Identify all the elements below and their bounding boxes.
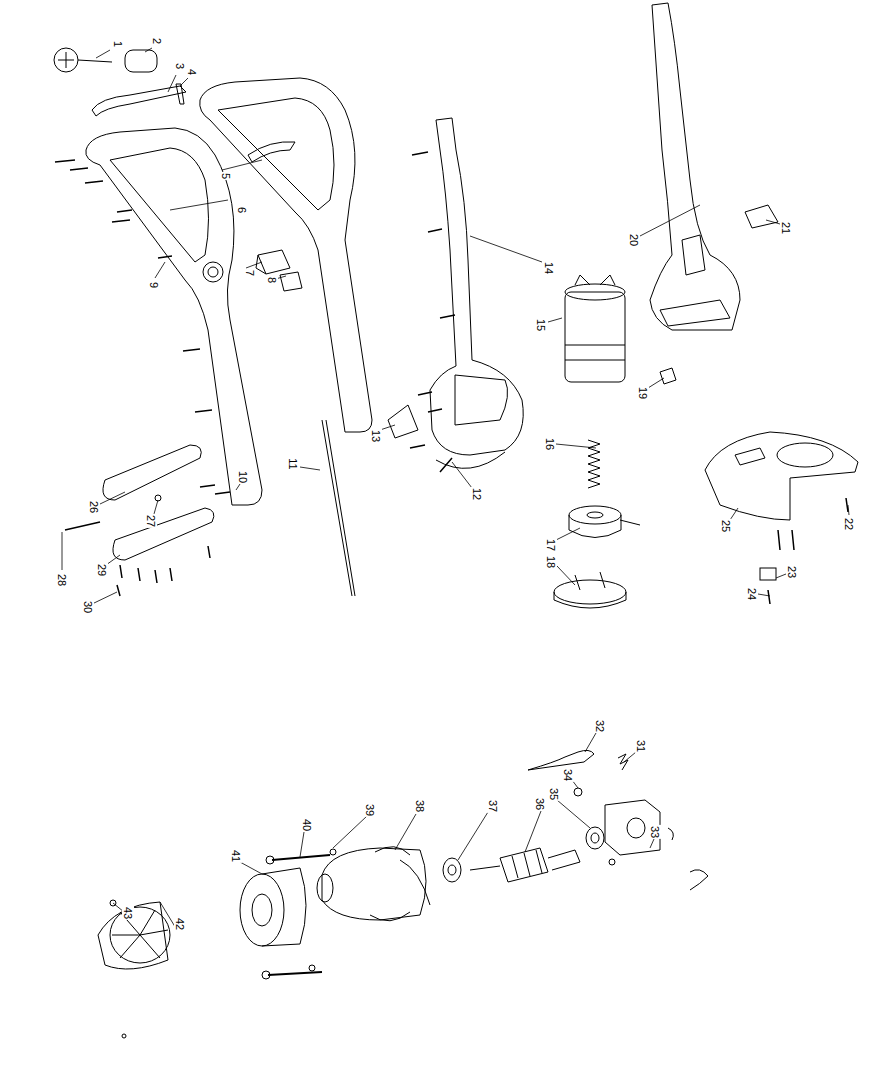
callout-number: 3: [174, 62, 186, 70]
callout-number: 25: [720, 519, 732, 533]
callout-number: 2: [151, 37, 163, 45]
fan: [98, 902, 170, 969]
callout-number: 26: [88, 500, 100, 514]
callout-number: 42: [174, 917, 186, 931]
guard: [705, 432, 858, 520]
callout-number: 12: [471, 487, 483, 501]
brush-holder: [605, 800, 708, 890]
callout-number: 36: [534, 797, 546, 811]
callout-number: 1: [112, 40, 124, 48]
callout-number: 9: [148, 281, 160, 289]
spool-cap: [554, 572, 626, 608]
housing-half: [430, 118, 523, 455]
callout-number: 10: [237, 470, 249, 484]
callout-number: 6: [236, 206, 248, 214]
sleeve: [125, 50, 157, 72]
handle-half: [86, 128, 262, 505]
callout-number: 7: [244, 269, 256, 277]
bolt-head: [262, 971, 270, 979]
screw: [122, 1034, 126, 1038]
callout-number: 4: [186, 68, 198, 76]
callout-number: 40: [301, 818, 313, 832]
grip: [745, 205, 778, 228]
clip: [660, 368, 676, 384]
screws: [55, 152, 848, 604]
callout-number: 29: [96, 563, 108, 577]
wire: [528, 750, 594, 770]
callout-number: 13: [370, 429, 382, 443]
bolt-head: [266, 856, 274, 864]
callout-number: 11: [287, 457, 299, 470]
callout-number: 8: [266, 276, 278, 284]
leader-lines: [62, 48, 849, 930]
callout-number: 16: [544, 437, 556, 451]
armature: [470, 848, 580, 882]
stator: [317, 847, 430, 921]
callout-number: 17: [545, 538, 557, 552]
callout-number: 37: [487, 799, 499, 813]
callout-number: 14: [543, 261, 555, 275]
clip: [280, 272, 302, 291]
callout-number: 21: [780, 221, 792, 235]
callout-number: 24: [746, 587, 758, 601]
callout-number: 32: [594, 719, 606, 733]
callout-number: 18: [545, 555, 557, 569]
cover-plate: [103, 445, 201, 500]
housing-half: [650, 3, 740, 330]
callout-number: 20: [628, 233, 640, 247]
switch-bar: [92, 86, 186, 116]
callout-number: 33: [649, 825, 661, 839]
handle-half: [200, 78, 372, 432]
callout-number: 35: [548, 787, 560, 801]
callout-number: 27: [145, 514, 157, 528]
brush-spring: [618, 754, 628, 770]
callout-number: 23: [786, 565, 798, 579]
callout-number: 22: [843, 517, 855, 531]
bearing: [586, 827, 604, 849]
callout-number: 38: [414, 799, 426, 813]
callout-number: 30: [82, 600, 94, 614]
plate: [760, 568, 776, 580]
callout-number: 43: [122, 906, 134, 920]
callout-number: 19: [637, 386, 649, 400]
callout-number: 5: [220, 172, 232, 180]
callout-number: 28: [56, 573, 68, 587]
pin: [176, 84, 184, 104]
cover-plate: [113, 508, 214, 560]
plug: [54, 48, 112, 72]
spool: [569, 506, 640, 538]
callout-number: 34: [562, 768, 574, 782]
callout-number: 15: [535, 318, 547, 332]
bolt: [268, 855, 330, 975]
bearing: [443, 858, 461, 882]
end-cap: [240, 868, 306, 946]
rod: [322, 420, 355, 596]
motor: [565, 275, 625, 382]
callout-number: 39: [364, 803, 376, 817]
switch: [388, 405, 418, 438]
callout-number: 31: [635, 739, 647, 753]
callout-number: 41: [230, 849, 242, 863]
